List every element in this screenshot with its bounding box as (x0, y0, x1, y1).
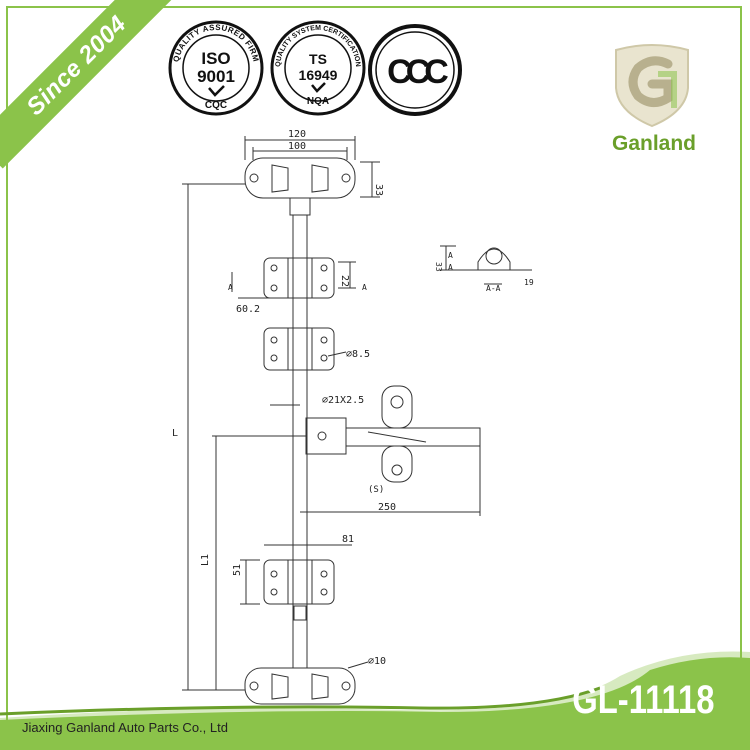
model-number: GL-11118 (571, 678, 714, 722)
dim-10: ⌀10 (368, 656, 386, 667)
ts-check-icon (311, 82, 326, 93)
top-end-bracket (244, 157, 356, 216)
dim-60-2: 60.2 (236, 304, 260, 315)
section-dim-33: 33 (434, 262, 443, 272)
dim-250: 250 (378, 502, 396, 513)
mark-a-left: A (228, 283, 233, 292)
ts-line3: NQA (307, 96, 329, 107)
iso-line3: CQC (205, 100, 227, 111)
dim-l1: L1 (200, 554, 211, 566)
mark-a-right: A (362, 283, 367, 292)
dim-33: 33 (373, 184, 384, 196)
section-a-bottom: A (448, 263, 453, 272)
section-a-a (440, 245, 532, 285)
iso-check-icon (208, 85, 225, 97)
ts-line2: 16949 (299, 67, 338, 83)
upper-guide-1 (263, 257, 335, 299)
iso-line1: ISO (201, 49, 230, 68)
handle-assembly (270, 385, 481, 483)
iso-line2: 9001 (197, 67, 235, 86)
company-name: Jiaxing Ganland Auto Parts Co., Ltd (22, 720, 228, 735)
bottom-end-bracket (244, 640, 356, 705)
section-dim-19: 19 (524, 278, 534, 287)
dim-22: 22 (339, 275, 350, 287)
dim-100: 100 (288, 141, 306, 152)
ts-line1: TS (309, 51, 327, 67)
dim-81: 81 (342, 534, 354, 545)
dim-21x2-5: ⌀21X2.5 (322, 395, 364, 406)
dim-51: 51 (232, 564, 243, 576)
ganland-shield-logo (615, 44, 689, 128)
footer-wave (0, 651, 750, 750)
brand-name: Ganland (612, 132, 697, 155)
section-label: A-A (486, 284, 501, 293)
dim-8-5: ⌀8.5 (346, 349, 370, 360)
ts-16949-seal: QUALITY SYSTEM CERTIFICATION TS 16949 NQ… (270, 20, 366, 116)
dim-s: (S) (368, 485, 384, 495)
section-a-top: A (448, 251, 453, 260)
dim-120: 120 (288, 129, 306, 140)
iso-9001-seal: QUALITY ASSURED FIRM ISO 9001 CQC (168, 20, 264, 116)
lower-guide (263, 559, 335, 605)
upper-guide-2 (263, 327, 335, 371)
dim-l: L (172, 428, 178, 439)
ccc-seal: CCC (368, 24, 462, 116)
